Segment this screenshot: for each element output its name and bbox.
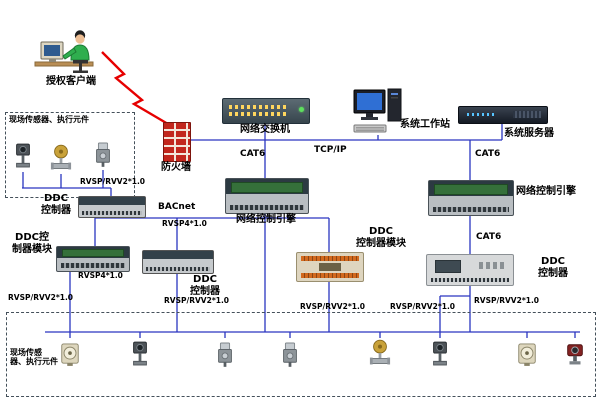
ddc-cover [143,251,213,259]
ddc-right-icon [426,254,514,286]
control-engine-left-icon [225,178,309,214]
engine-pcb [434,184,508,195]
valve-actuator-icon [50,142,72,174]
panel-terminals [431,278,509,282]
rvsp-bottom-label-5: RVSP/RVV2*1.0 [474,296,540,305]
thermostat-icon [59,338,81,370]
ddc-cover [79,197,145,205]
firewall-label: 防火墙 [161,162,191,173]
ddc-right-label: DDC 控制器 [538,256,568,279]
engine-terminals [433,207,509,212]
thermostat-icon [516,338,538,370]
rvsp-bottom-label-2: RVSP/RVV2*1.0 [164,296,230,305]
pressure-sensor-icon [92,138,114,170]
lightning-link-icon [101,51,169,126]
rvsp4-bus-label: RVSP4*1.0 [162,219,207,228]
duct-sensor-icon [129,338,151,370]
duct-sensor-icon [429,338,451,370]
engine-terminals [230,205,304,210]
switch-led [299,107,304,112]
rvsp-bottom-label-1: RVSP/RVV2*1.0 [8,293,74,302]
ddc-terminals [146,267,210,271]
cat6-label-server-side: CAT6 [475,149,501,159]
server-vents [513,111,541,118]
field-zone-top [5,112,135,198]
pressure-sensor-icon [214,338,236,370]
tcpip-label: TCP/IP [314,145,347,155]
ddc-mid-icon [142,250,214,274]
bacnet-label: BACnet [158,202,196,212]
panel-display [435,260,461,273]
rvsp-field-top-label: RVSP/RVV2*1.0 [80,177,146,186]
rvsp-bottom-label-4: RVSP/RVV2*1.0 [390,302,456,311]
engine-left-label: 网络控制引擎 [236,214,296,225]
switch-port-strip [229,112,287,116]
cat6-label-engine-right: CAT6 [476,232,502,242]
engine-cover [226,179,308,194]
client-computer-icon [34,30,94,73]
engine-right-label: 网络控制引擎 [516,186,576,197]
ddc-terminals [82,211,142,215]
field-zone-bottom [6,312,596,397]
module-terminals [61,263,125,268]
ddc-module-center-icon [296,252,364,282]
camera-sensor-icon [564,337,586,369]
ddc-left-label: DDC 控制器 [41,193,71,216]
module-terminal-strip [301,256,359,261]
ddc-module-left-icon [56,246,130,272]
field-zone-bottom-label: 现场传感 器、执行元件 [10,348,58,367]
valve-actuator-icon [369,337,391,369]
module-terminal-strip [301,273,359,278]
firewall-icon [163,122,191,162]
field-zone-top-label: 现场传感器、执行元件 [9,115,89,124]
server-label: 系统服务器 [504,128,554,139]
module-core [319,263,341,271]
rvsp-bottom-label-3: RVSP/RVV2*1.0 [300,302,366,311]
duct-sensor-icon [12,140,34,172]
cat6-label-switch: CAT6 [240,149,266,159]
workstation-label: 系统工作站 [400,119,450,130]
pressure-sensor-icon [279,338,301,370]
panel-buttons [479,262,505,269]
ddc-module-left-label: DDC控 制器模块 [12,232,52,255]
workstation-icon [353,88,402,133]
switch-label: 网络交换机 [240,124,290,135]
network-switch-icon [222,98,310,124]
server-icon [458,106,548,124]
rvsp4-left-label: RVSP4*1.0 [78,271,123,280]
ddc-left-icon [78,196,146,218]
engine-cover [429,181,513,196]
control-engine-right-icon [428,180,514,216]
ddc-mid-label: DDC 控制器 [190,274,220,297]
client-label: 授权客户端 [46,76,96,87]
ddc-module-center-label: DDC 控制器模块 [356,226,406,249]
switch-port-strip [229,105,287,109]
engine-pcb [231,182,303,193]
module-cover [57,247,129,258]
server-led-strip [467,113,497,116]
module-pcb [62,249,124,257]
